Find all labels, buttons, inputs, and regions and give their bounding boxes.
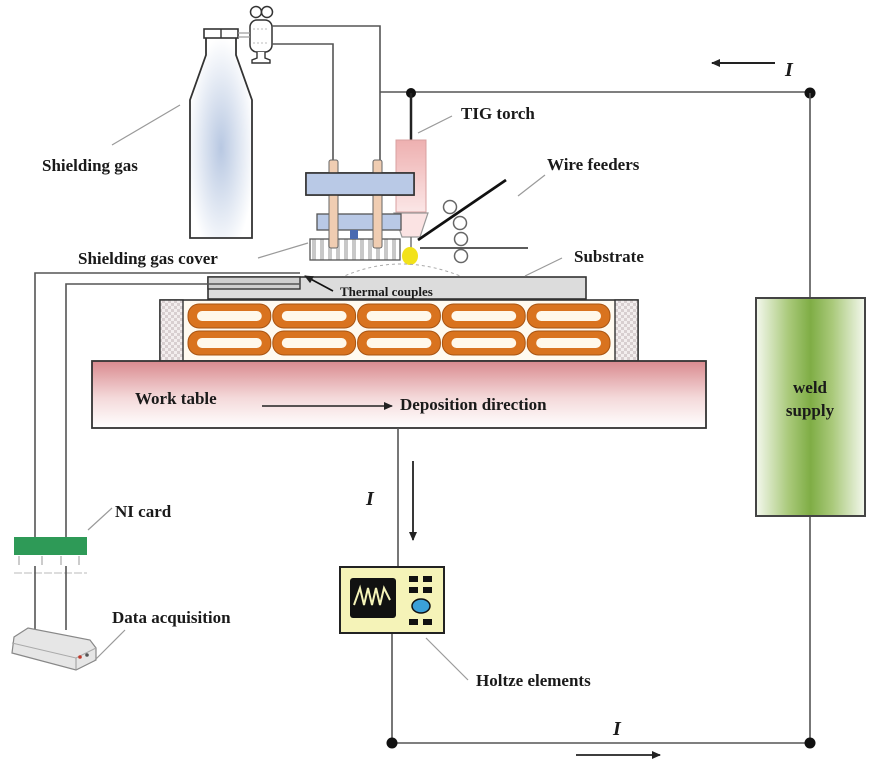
label-tig-torch: TIG torch bbox=[461, 104, 535, 123]
current-label-top: I bbox=[784, 59, 794, 81]
gas-line-1 bbox=[272, 25, 381, 160]
scope-knob bbox=[411, 598, 431, 614]
deposit-bead-core bbox=[281, 311, 347, 321]
junction-node-bottom-right bbox=[804, 737, 816, 749]
leader-substrate bbox=[524, 257, 563, 277]
deposit-bead-core bbox=[197, 311, 262, 321]
thermocouple-wire-2 bbox=[65, 283, 300, 538]
label-weld-supply-line1: weld bbox=[793, 378, 828, 397]
deposit-bead-core bbox=[536, 311, 601, 321]
heat-zone-outline bbox=[339, 263, 466, 279]
ni-card bbox=[14, 537, 87, 574]
deposit-bead-core bbox=[536, 338, 601, 348]
label-weld-supply-line2: supply bbox=[786, 401, 835, 420]
shielding-gas-cover bbox=[305, 159, 415, 261]
shielding-gas-cylinder bbox=[189, 28, 253, 239]
thermocouple-probe bbox=[207, 276, 301, 290]
label-ni-card: NI card bbox=[115, 502, 172, 521]
leader-tig-torch bbox=[417, 115, 453, 134]
wire-feeder bbox=[417, 178, 528, 264]
label-substrate: Substrate bbox=[574, 247, 644, 266]
gas-regulator bbox=[238, 5, 274, 64]
deposit-bead-core bbox=[451, 311, 517, 321]
label-data-acquisition: Data acquisition bbox=[112, 608, 231, 627]
waveform-icon bbox=[353, 584, 391, 606]
insulation-right bbox=[614, 299, 639, 362]
label-shielding-gas: Shielding gas bbox=[42, 156, 138, 175]
thermal-couples-arrow bbox=[304, 275, 334, 292]
deposit-bead-core bbox=[366, 338, 432, 348]
thermocouple-wire-1 bbox=[34, 272, 300, 538]
arc-glow bbox=[402, 247, 418, 265]
label-thermal-couples: Thermal couples bbox=[340, 284, 433, 299]
leader-shielding-gas-cover bbox=[257, 242, 309, 259]
label-shielding-gas-cover: Shielding gas cover bbox=[78, 249, 218, 268]
leader-ni-card bbox=[87, 507, 113, 531]
gas-line-2 bbox=[272, 43, 334, 160]
current-label-middle: I bbox=[365, 488, 375, 510]
leader-shielding-gas bbox=[111, 104, 181, 146]
current-label-bottom: I bbox=[612, 718, 622, 740]
weld-supply bbox=[755, 297, 866, 517]
data-acquisition-device bbox=[11, 627, 97, 671]
leader-wire-feeders bbox=[517, 174, 546, 197]
deposit-bead-core bbox=[281, 338, 347, 348]
deposit-bead-core bbox=[197, 338, 262, 348]
insulation-left bbox=[159, 299, 184, 362]
deposit-bead-core bbox=[366, 311, 432, 321]
work-table bbox=[91, 360, 707, 429]
leader-data-acquisition bbox=[94, 629, 126, 661]
junction-node-bottom-left bbox=[386, 737, 398, 749]
deposit-bead-core bbox=[451, 338, 517, 348]
holtze-elements-device bbox=[339, 566, 445, 634]
label-holtze-elements: Holtze elements bbox=[476, 671, 591, 690]
label-work-table: Work table bbox=[135, 389, 217, 408]
label-deposition-direction: Deposition direction bbox=[400, 395, 547, 414]
label-wire-feeders: Wire feeders bbox=[547, 155, 640, 174]
deposit-layers bbox=[159, 299, 639, 362]
leader-holtze-elements bbox=[425, 637, 469, 681]
